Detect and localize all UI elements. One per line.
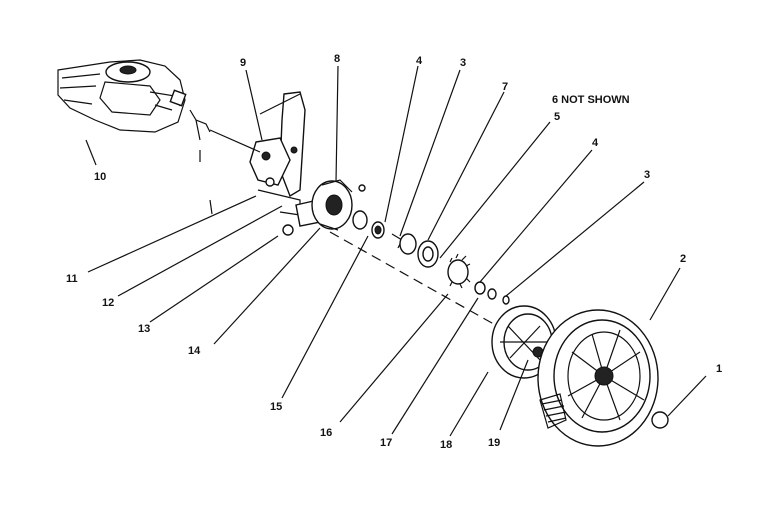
callout-4-bottom: 4: [592, 137, 599, 149]
axle-parts: [329, 210, 541, 351]
callout-7: 7: [502, 81, 508, 93]
callout-14: 14: [188, 345, 201, 357]
callout-13: 13: [138, 323, 150, 335]
transmission-assembly: [57, 59, 211, 162]
callout-3-bottom: 3: [644, 169, 650, 181]
callout-16: 16: [320, 427, 332, 439]
leader-lines: [85, 65, 707, 437]
callout-2: 2: [680, 253, 686, 265]
callout-10: 10: [94, 171, 106, 183]
callout-5: 5: [554, 111, 560, 123]
callout-18: 18: [440, 439, 452, 451]
callout-17: 17: [380, 437, 392, 449]
height-adjuster-bracket: [209, 91, 321, 236]
callout-3-top: 3: [460, 57, 466, 69]
callout-15: 15: [270, 401, 282, 413]
callout-8: 8: [334, 53, 340, 65]
callout-12: 12: [102, 297, 114, 309]
callout-9: 9: [240, 57, 246, 69]
gear-plate: [311, 179, 366, 231]
wheel: [537, 309, 669, 447]
not-shown-note: 6 NOT SHOWN: [552, 94, 630, 106]
callout-4-top: 4: [416, 55, 423, 67]
callout-1: 1: [716, 363, 722, 375]
callout-11: 11: [66, 273, 78, 285]
callout-19: 19: [488, 437, 500, 449]
